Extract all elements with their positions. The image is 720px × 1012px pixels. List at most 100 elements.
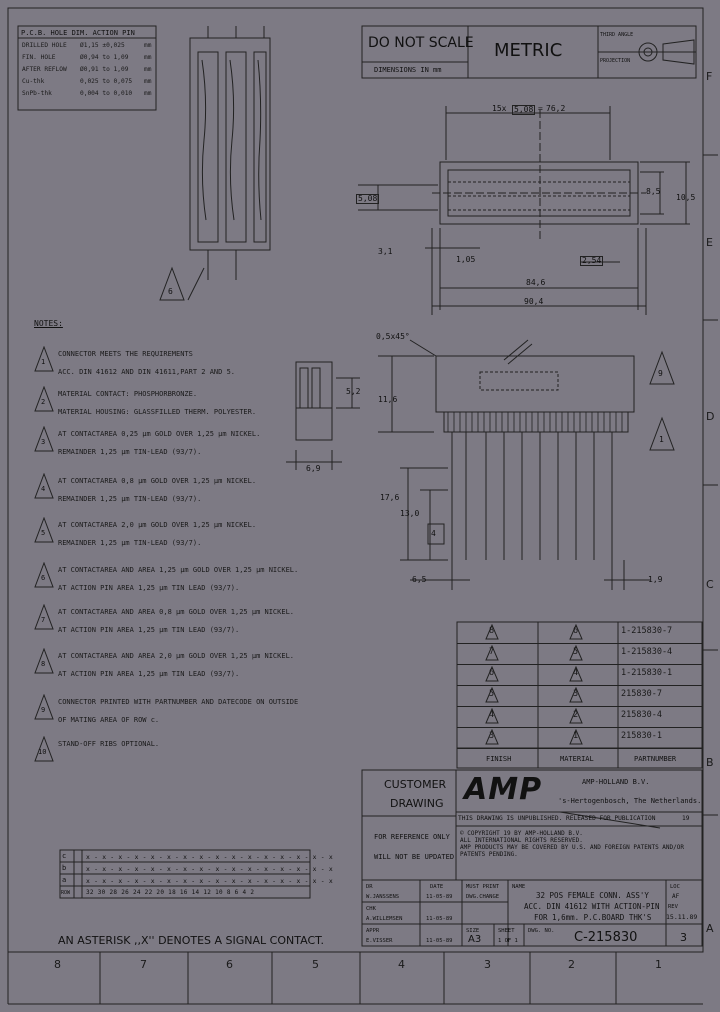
zone-3: 3 — [484, 958, 491, 971]
note-line: AT CONTACTAREA AND AREA 1,25 µm GOLD OVE… — [58, 566, 299, 574]
note-number: 8 — [41, 660, 46, 668]
part-finish: 4 — [489, 710, 495, 720]
dim-8-5: 8,5 — [646, 187, 661, 196]
note-line: AT CONTACTAREA 2,0 µm GOLD OVER 1,25 µm … — [58, 521, 257, 529]
dim-90-4: 90,4 — [524, 297, 544, 306]
callout-4: 4 — [431, 529, 436, 538]
note-marker-icon — [34, 473, 54, 499]
part-number: 215830-7 — [621, 689, 662, 699]
note-line: AT ACTION PIN AREA 1,25 µm TIN LEAD (93/… — [58, 626, 240, 634]
pcb-row-unit: mm — [144, 42, 152, 49]
pcb-row-unit: mm — [144, 66, 152, 73]
grid-row-label-a: a — [62, 876, 67, 884]
finish-marker-icon — [485, 729, 499, 745]
amp-logo-mark — [462, 774, 554, 808]
part-number: 1-215830-7 — [621, 626, 673, 636]
zone-4: 4 — [398, 958, 405, 971]
part-finish: 7 — [489, 647, 495, 657]
zone-1: 1 — [655, 958, 662, 971]
note-line: REMAINDER 1,25 µm TIN-LEAD (93/7). — [58, 495, 202, 503]
zone-8: 8 — [54, 958, 61, 971]
company-address: 's-Hertogenbosch, The Netherlands. — [558, 797, 702, 805]
loc-value: AF — [672, 893, 680, 900]
note-number: 3 — [41, 438, 46, 446]
col-finish-header: FINISH — [486, 755, 512, 763]
appr-date: 11-05-89 — [426, 938, 453, 944]
note-number: 9 — [41, 706, 46, 714]
pcb-row: FIN. HOLE Ø0,94 to 1,09 mm — [20, 52, 155, 63]
pcb-row-value: Ø0,91 to 1,09 — [80, 66, 129, 73]
part-number: 1-215830-4 — [621, 647, 673, 657]
chamfer-dim: 0,5x45° — [376, 332, 410, 341]
dim-3-1: 3,1 — [378, 247, 393, 256]
dim-2-54: 2,54 — [580, 256, 604, 266]
note-number: 7 — [41, 616, 46, 624]
pcb-row: DRILLED HOLE Ø1,15 ±0,025 mm — [20, 40, 155, 51]
part-material: 6 — [573, 626, 579, 636]
grid-row-label-b: b — [62, 864, 67, 872]
finish-marker-icon — [485, 708, 499, 724]
note-marker-icon — [34, 562, 54, 588]
pcb-row-label: Cu-thk — [22, 78, 45, 85]
for-reference-label: FOR REFERENCE ONLY — [374, 833, 450, 841]
pcb-row-value: 0,004 to 0,010 — [80, 90, 133, 97]
copyright-line-3: AMP PRODUCTS MAY BE COVERED BY U.S. AND … — [460, 844, 684, 851]
drawing-revision: 3 — [680, 931, 687, 944]
note-number: 10 — [38, 748, 47, 756]
finish-marker-icon — [485, 687, 499, 703]
dim-17-6: 17,6 — [380, 493, 400, 502]
loc-label: LOC — [670, 884, 680, 890]
zone-7: 7 — [140, 958, 147, 971]
do-not-scale-label: DO NOT SCALE — [368, 35, 474, 51]
sheet-value: 1 OF 1 — [498, 938, 518, 944]
pitch-count: 15x — [492, 104, 507, 113]
col-partnumber-header: PARTNUMBER — [634, 755, 677, 763]
part-material: 4 — [573, 668, 579, 678]
note-number: 2 — [41, 398, 46, 406]
name-line-2: ACC. DIN 41612 WITH ACTION-PIN — [524, 902, 660, 911]
material-marker-icon — [569, 624, 583, 640]
part-finish: 5 — [489, 689, 495, 699]
note-marker-icon — [34, 648, 54, 674]
appr-label: APPR — [366, 928, 380, 934]
part-finish: 6 — [489, 668, 495, 678]
size-value: A3 — [468, 934, 482, 945]
rev-date: 15.11.89 — [666, 913, 698, 921]
amp-logo: AMP — [464, 772, 543, 807]
note-line: CONNECTOR PRINTED WITH PARTNUMBER AND DA… — [58, 698, 299, 706]
dr-name: W.JANSSENS — [366, 894, 400, 900]
pcb-table-title: P.C.B. HOLE DIM. ACTION PIN — [21, 29, 135, 37]
finish-marker-icon — [485, 624, 499, 640]
appr-name: E.VISSER — [366, 938, 393, 944]
sheet-label: SHEET — [498, 928, 515, 934]
note-line: OF MATING AREA OF ROW c. — [58, 716, 160, 724]
callout-6: 6 — [168, 287, 173, 296]
pcb-row-label: DRILLED HOLE — [22, 42, 67, 49]
border-frame — [7, 7, 704, 953]
part-material: 1 — [573, 731, 579, 741]
date-label: DATE — [430, 884, 444, 890]
unpublished-label: THIS DRAWING IS UNPUBLISHED. RELEASED FO… — [458, 815, 656, 822]
grid-numbers: 32 30 28 26 24 22 20 18 16 14 12 10 8 6 … — [86, 889, 255, 896]
third-angle-label: THIRD ANGLE — [600, 32, 634, 38]
company-name: AMP-HOLLAND B.V. — [582, 778, 650, 786]
pcb-row: Cu-thk 0,025 to 0,075 mm — [20, 76, 155, 87]
drawing-label: DRAWING — [390, 797, 444, 810]
dim-1-05: 1,05 — [456, 255, 476, 264]
dr-label: DR — [366, 884, 373, 890]
callout-9: 9 — [658, 369, 663, 378]
metric-label: METRIC — [494, 40, 563, 61]
name-label: NAME — [512, 884, 526, 890]
zone-f: F — [706, 70, 713, 83]
size-label: SIZE — [466, 928, 480, 934]
note-line: CONNECTOR MEETS THE REQUIREMENTS — [58, 350, 193, 358]
name-line-3: FOR 1,6mm. P.C.BOARD THK'S — [534, 913, 652, 922]
zone-b: B — [706, 756, 714, 769]
note-number: 4 — [41, 485, 46, 493]
pcb-row-value: 0,025 to 0,075 — [80, 78, 133, 85]
note-line: AT CONTACTAREA AND AREA 0,8 µm GOLD OVER… — [58, 608, 295, 616]
note-number: 6 — [41, 574, 46, 582]
